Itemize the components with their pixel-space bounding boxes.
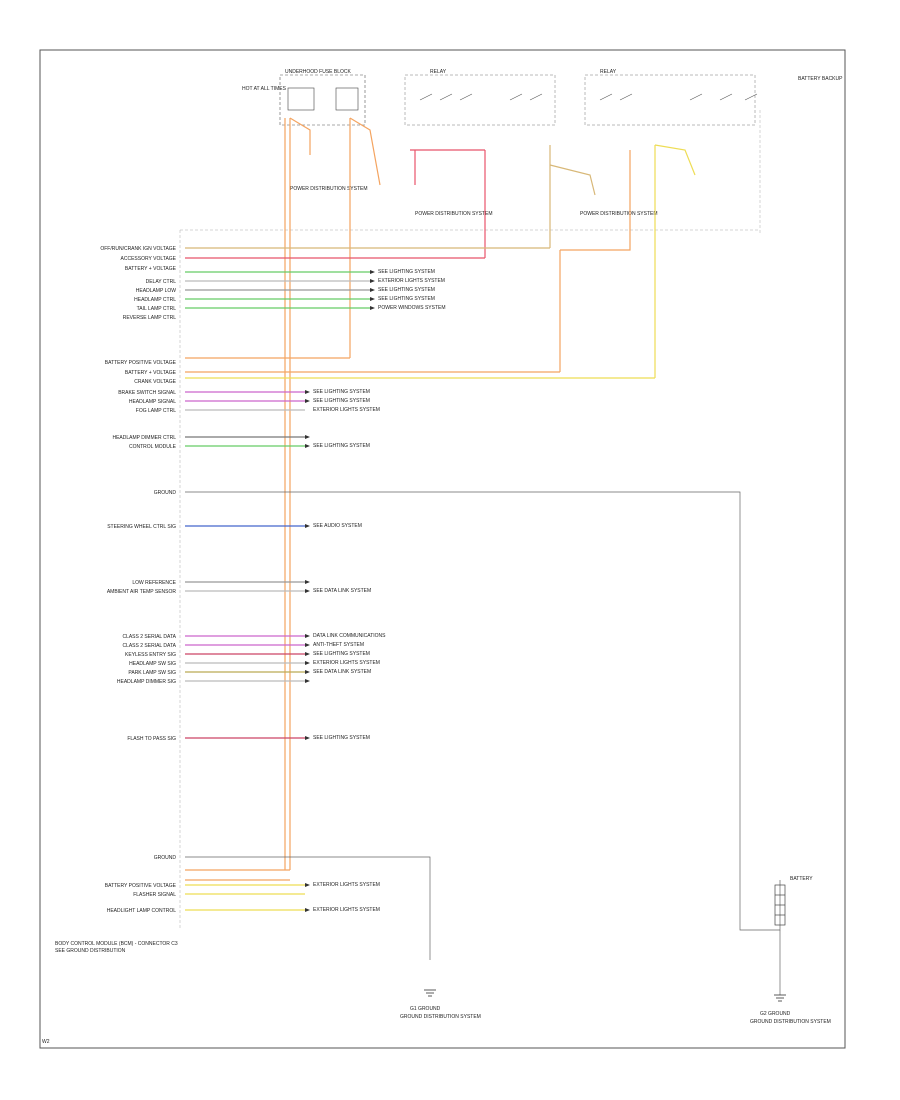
pin-label: HEADLAMP CTRL: [134, 297, 176, 303]
destination-label: EXTERIOR LIGHTS SYSTEM: [313, 660, 380, 666]
pin-label: BATTERY + VOLTAGE: [125, 266, 177, 272]
pin-label: GROUND: [154, 855, 177, 861]
relay-label-1: RELAY: [430, 69, 447, 75]
destination-label: SEE LIGHTING SYSTEM: [378, 269, 435, 275]
pin-label: BATTERY POSITIVE VOLTAGE: [105, 883, 177, 889]
pin-label: HEADLAMP SW SIG: [129, 661, 176, 667]
underhood-fuse-label: UNDERHOOD FUSE BLOCK: [285, 69, 352, 75]
pin-labels: OFF/RUN/CRANK IGN VOLTAGE ACCESSORY VOLTA…: [100, 246, 176, 914]
fuse-relay-group-1: RELAY: [404, 69, 556, 126]
pin-label: TAIL LAMP CTRL: [137, 306, 177, 312]
power-distribution-label-3: POWER DISTRIBUTION SYSTEM: [580, 211, 658, 217]
ground-right-label-2: GROUND DISTRIBUTION SYSTEM: [750, 1019, 831, 1025]
destination-label: ANTI-THEFT SYSTEM: [313, 642, 364, 648]
hot-at-all-times-label: HOT AT ALL TIMES: [242, 86, 287, 92]
pin-label: HEADLAMP SIGNAL: [129, 399, 176, 405]
pin-label: FOG LAMP CTRL: [136, 408, 176, 414]
underhood-fuse-block: UNDERHOOD FUSE BLOCK HOT AT ALL TIMES: [242, 69, 366, 126]
pin-label: KEYLESS ENTRY SIG: [125, 652, 176, 658]
pin-label: CLASS 2 SERIAL DATA: [122, 634, 176, 640]
power-distribution-label-1: POWER DISTRIBUTION SYSTEM: [290, 186, 368, 192]
destination-label: EXTERIOR LIGHTS SYSTEM: [313, 907, 380, 913]
pin-label: HEADLIGHT LAMP CONTROL: [107, 908, 176, 914]
destination-label: SEE AUDIO SYSTEM: [313, 523, 362, 529]
destination-labels: SEE LIGHTING SYSTEM EXTERIOR LIGHTS SYSTE…: [313, 269, 446, 913]
destination-label: SEE LIGHTING SYSTEM: [313, 443, 370, 449]
pin-label: DELAY CTRL: [146, 279, 177, 285]
pin-label: OFF/RUN/CRANK IGN VOLTAGE: [100, 246, 176, 252]
battery-backup-label: BATTERY BACKUP: [798, 76, 843, 82]
pin-label: AMBIENT AIR TEMP SENSOR: [107, 589, 177, 595]
power-distribution-label-2: POWER DISTRIBUTION SYSTEM: [415, 211, 493, 217]
destination-label: SEE DATA LINK SYSTEM: [313, 669, 371, 675]
ground-symbol-right: [774, 994, 786, 1002]
pin-label: STEERING WHEEL CTRL SIG: [107, 524, 176, 530]
destination-label: POWER WINDOWS SYSTEM: [378, 305, 446, 311]
trunk-wires: [284, 118, 656, 870]
upper-horizontal-wires: [185, 247, 655, 379]
destination-label: SEE LIGHTING SYSTEM: [313, 398, 370, 404]
pin-label: PARK LAMP SW SIG: [128, 670, 176, 676]
pin-label: HEADLAMP LOW: [136, 288, 176, 294]
pin-label: CRANK VOLTAGE: [134, 379, 176, 385]
ground-right-label-1: G2 GROUND: [760, 1011, 791, 1017]
pin-label: BRAKE SWITCH SIGNAL: [118, 390, 176, 396]
pin-label: LOW REFERENCE: [132, 580, 176, 586]
pin-label: HEADLAMP DIMMER SIG: [117, 679, 176, 685]
pin-label: FLASHER SIGNAL: [133, 892, 176, 898]
pin-label: BATTERY POSITIVE VOLTAGE: [105, 360, 177, 366]
destination-label: SEE LIGHTING SYSTEM: [313, 651, 370, 657]
diagram-border: [39, 49, 846, 1049]
destination-label: EXTERIOR LIGHTS SYSTEM: [313, 407, 380, 413]
fuse-relay-group-2: RELAY BATTERY BACKUP: [584, 69, 843, 126]
destination-label: EXTERIOR LIGHTS SYSTEM: [313, 882, 380, 888]
destination-label: SEE LIGHTING SYSTEM: [313, 389, 370, 395]
ground-left-label-1: G1 GROUND: [410, 1006, 441, 1012]
ground-wires: [185, 491, 781, 995]
battery-symbol: [774, 884, 786, 926]
pin-label: CONTROL MODULE: [129, 444, 177, 450]
pin-label: GROUND: [154, 490, 177, 496]
bottom-left-note: SEE GROUND DISTRIBUTION: [55, 948, 126, 954]
destination-label: SEE LIGHTING SYSTEM: [378, 296, 435, 302]
destination-label: DATA LINK COMMUNICATIONS: [313, 633, 386, 639]
pin-label: CLASS 2 SERIAL DATA: [122, 643, 176, 649]
top-wire-bends: [289, 117, 696, 251]
module-outline: [179, 110, 761, 928]
destination-label: SEE DATA LINK SYSTEM: [313, 588, 371, 594]
pin-label: REVERSE LAMP CTRL: [123, 315, 176, 321]
connector-arrows: [305, 270, 375, 912]
relay-switches: [419, 93, 758, 101]
destination-label: SEE LIGHTING SYSTEM: [313, 735, 370, 741]
signal-wires: [185, 271, 370, 911]
battery-label: BATTERY: [790, 876, 813, 882]
relay-label-2: RELAY: [600, 69, 617, 75]
destination-label: SEE LIGHTING SYSTEM: [378, 287, 435, 293]
pin-label: BATTERY + VOLTAGE: [125, 370, 177, 376]
pin-label: HEADLAMP DIMMER CTRL: [112, 435, 176, 441]
pin-label: FLASH TO PASS SIG: [127, 736, 176, 742]
ground-symbol-left: [424, 989, 436, 997]
destination-label: EXTERIOR LIGHTS SYSTEM: [378, 278, 445, 284]
ground-left-label-2: GROUND DISTRIBUTION SYSTEM: [400, 1014, 481, 1020]
module-label: BODY CONTROL MODULE (BCM) - CONNECTOR C3: [55, 941, 178, 947]
pin-label: ACCESSORY VOLTAGE: [121, 256, 177, 262]
figure-code: W2: [42, 1039, 50, 1045]
